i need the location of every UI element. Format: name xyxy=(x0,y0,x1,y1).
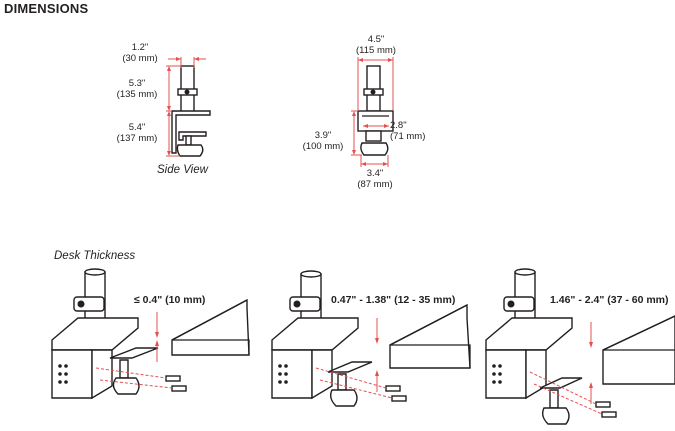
dim-inches: 2.8" xyxy=(390,120,407,131)
desk-thickness-range-2: 0.47" - 1.38" (12 - 35 mm) xyxy=(331,294,456,306)
side-top-width-label: 1.2" (30 mm) xyxy=(118,42,162,64)
front-clamp-height-label: 3.9" (100 mm) xyxy=(296,130,350,152)
dim-mm: (115 mm) xyxy=(356,45,396,56)
dim-mm: (87 mm) xyxy=(357,179,393,190)
front-overall-width-label: 4.5" (115 mm) xyxy=(352,34,400,56)
dim-mm: (71 mm) xyxy=(390,131,426,142)
desk-thickness-drawing-3 xyxy=(485,268,675,425)
section-heading: DIMENSIONS xyxy=(4,1,89,16)
front-inner-depth-label: 2.8" (71 mm) xyxy=(390,120,440,142)
dim-inches: 3.4" xyxy=(366,168,384,179)
side-view-caption: Side View xyxy=(157,164,208,176)
dim-inches: 3.9" xyxy=(314,130,332,141)
desk-thickness-range-3: 1.46" - 2.4" (37 - 60 mm) xyxy=(550,294,669,306)
dim-mm: (30 mm) xyxy=(122,53,158,64)
dim-mm: (137 mm) xyxy=(116,133,158,144)
dim-inches: 5.3" xyxy=(128,78,146,89)
dim-inches: 4.5" xyxy=(367,34,385,45)
dim-inches: 5.4" xyxy=(128,122,146,133)
front-view-drawing xyxy=(351,57,394,167)
desk-thickness-drawing-2 xyxy=(271,270,471,407)
side-upper-height-label: 5.3" (135 mm) xyxy=(112,78,162,100)
dim-mm: (100 mm) xyxy=(302,141,344,152)
dim-inches: 1.2" xyxy=(131,42,149,53)
desk-thickness-range-1: ≤ 0.4" (10 mm) xyxy=(134,294,206,306)
dim-mm: (135 mm) xyxy=(116,89,158,100)
desk-thickness-drawing-1 xyxy=(51,268,250,400)
side-view-drawing xyxy=(166,57,211,157)
side-lower-height-label: 5.4" (137 mm) xyxy=(112,122,162,144)
front-base-width-label: 3.4" (87 mm) xyxy=(352,168,398,190)
desk-thickness-label: Desk Thickness xyxy=(54,250,136,262)
